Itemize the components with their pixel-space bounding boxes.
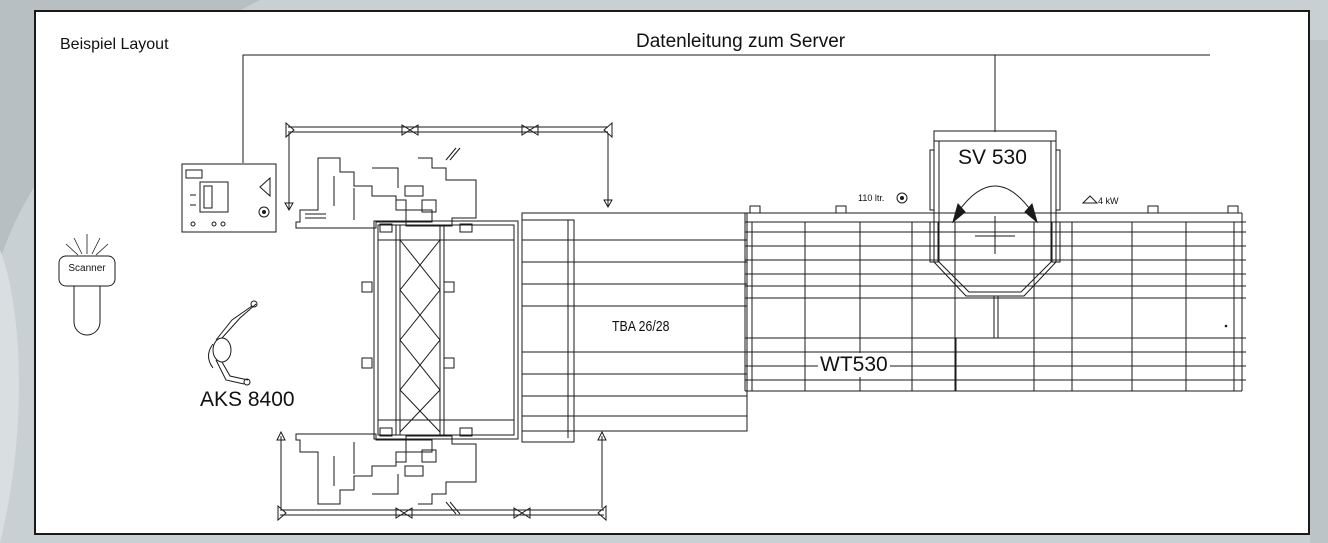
oil-volume-label: 110 ltr.: [858, 193, 885, 203]
sv530-turning-station: [929, 130, 1061, 297]
aks-label: AKS 8400: [200, 388, 295, 411]
scanner-device: [58, 234, 116, 336]
operator-figure: [208, 300, 258, 386]
aks-frame: [361, 220, 519, 440]
lower-machine-head: [295, 433, 477, 515]
oil-symbol: [896, 192, 908, 204]
tba-label: TBA 26/28: [612, 318, 670, 335]
tba-table: [521, 212, 748, 443]
top-rail: [284, 121, 613, 212]
wt-label: WT530: [818, 353, 890, 377]
power-label: 4 kW: [1098, 196, 1119, 206]
sv-label: SV 530: [958, 146, 1027, 169]
control-cabinet: [181, 163, 277, 233]
power-symbol: [1081, 195, 1099, 204]
layout-title: Beispiel Layout: [60, 36, 169, 53]
drawing-sheet: [34, 10, 1310, 535]
data-line-label: Datenleitung zum Server: [636, 31, 846, 52]
wt530-table: [744, 205, 1246, 392]
upper-machine-head: [295, 147, 477, 229]
scanner-label: Scanner: [68, 263, 106, 274]
data-line: [242, 54, 1210, 163]
marker-dot: [1224, 324, 1228, 328]
bottom-rail: [276, 430, 607, 522]
